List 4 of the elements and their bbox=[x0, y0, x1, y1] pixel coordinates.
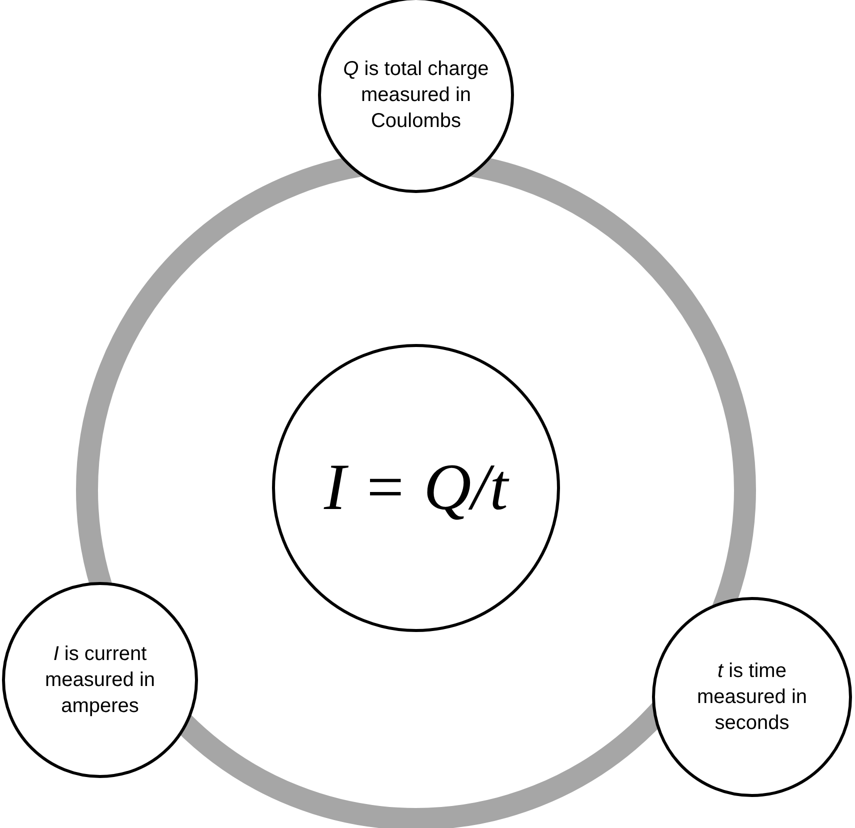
node-label: Q is total charge measured in Coulombs bbox=[342, 57, 490, 134]
node-label: I is current measured in amperes bbox=[44, 642, 156, 719]
node-label: t is time measured in seconds bbox=[696, 659, 808, 736]
formula: I = Q/t bbox=[324, 450, 508, 526]
